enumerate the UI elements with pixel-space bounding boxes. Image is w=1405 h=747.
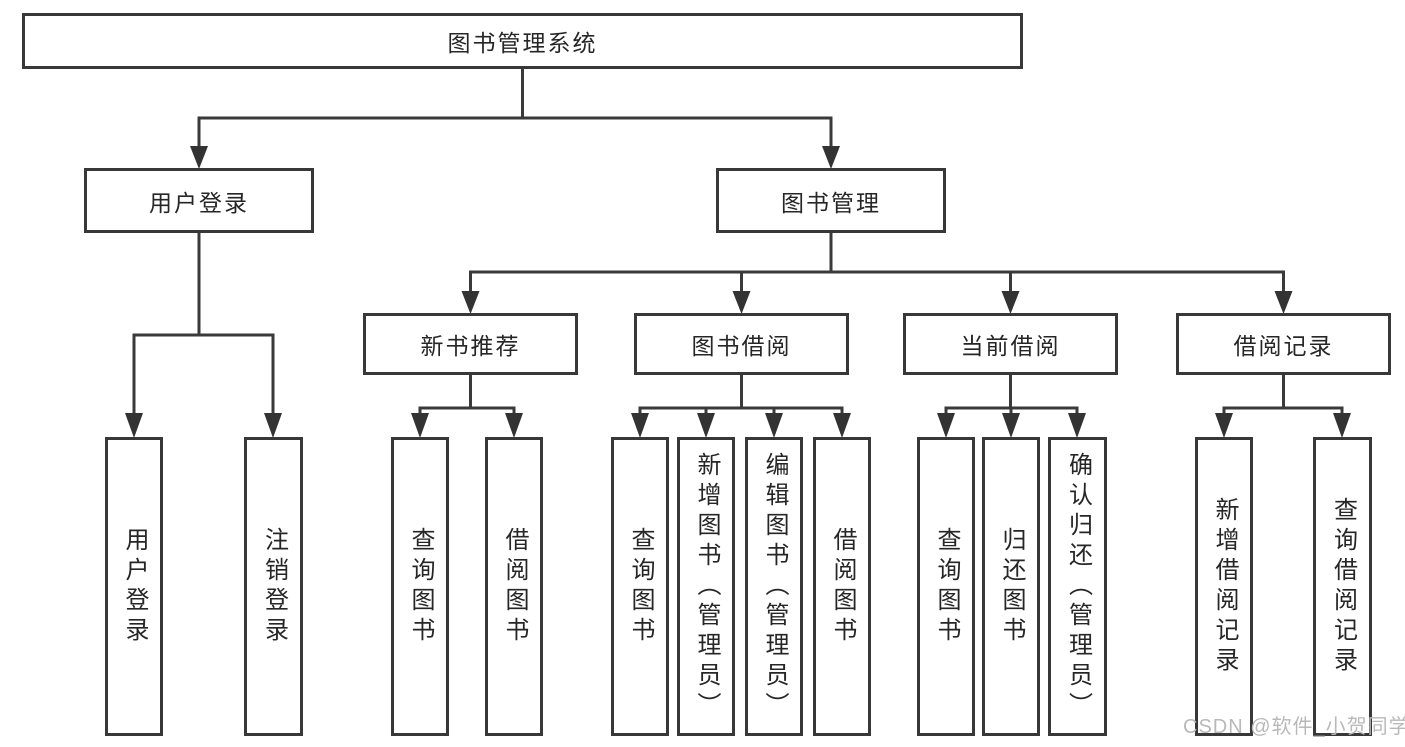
leaf-query-borrow-record: 查询借阅记录: [1313, 437, 1372, 736]
leaf-borrow-books-2: 借阅图书: [813, 437, 871, 736]
csdn-watermark: CSDN @软件_小贺同学: [1183, 716, 1405, 738]
node-library-system: 图书管理系统: [22, 13, 1023, 69]
leaf-user-login: 用户登录: [105, 437, 163, 736]
leaf-add-borrow-record-label: 新增借阅记录: [1211, 496, 1238, 677]
connector-borrow-records-children: [1215, 375, 1351, 438]
leaf-confirm-return-admin-label: 确认归还（管理员）: [1064, 451, 1092, 722]
leaf-borrow-books-1-label: 借阅图书: [501, 526, 528, 647]
leaf-query-books-1-label: 查询图书: [407, 526, 434, 647]
leaf-logout: 注销登录: [244, 437, 303, 736]
leaf-edit-books-admin: 编辑图书（管理员）: [745, 437, 803, 736]
leaf-logout-label: 注销登录: [260, 526, 288, 647]
connector-root-to-level2: [190, 69, 840, 169]
leaf-return-books-label: 归还图书: [998, 526, 1025, 647]
leaf-add-books-admin: 新增图书（管理员）: [677, 437, 735, 736]
connector-book-borrow-children: [631, 375, 851, 438]
leaf-user-login-label: 用户登录: [121, 526, 148, 647]
node-user-login: 用户登录: [84, 168, 314, 233]
leaf-add-books-admin-label: 新增图书（管理员）: [693, 451, 720, 722]
leaf-edit-books-admin-label: 编辑图书（管理员）: [761, 451, 788, 722]
leaf-borrow-books-1: 借阅图书: [485, 437, 543, 736]
leaf-query-books-2-label: 查询图书: [627, 526, 654, 647]
connector-book-mgmt-to-level3: [461, 233, 1293, 314]
leaf-confirm-return-admin: 确认归还（管理员）: [1048, 437, 1107, 736]
leaf-add-borrow-record: 新增借阅记录: [1195, 437, 1253, 736]
leaf-query-borrow-record-label: 查询借阅记录: [1329, 496, 1357, 677]
connector-current-borrow-children: [937, 375, 1086, 438]
leaf-query-books-3-label: 查询图书: [933, 526, 960, 647]
node-new-book-recommend: 新书推荐: [363, 313, 578, 375]
node-borrow-records: 借阅记录: [1176, 313, 1391, 375]
leaf-query-books-1: 查询图书: [391, 437, 449, 736]
leaf-return-books: 归还图书: [982, 437, 1040, 736]
connector-new-book-children: [411, 375, 523, 438]
leaf-borrow-books-2-label: 借阅图书: [829, 526, 856, 647]
connector-user-login-children: [125, 233, 282, 438]
leaf-query-books-2: 查询图书: [611, 437, 669, 736]
node-book-management: 图书管理: [716, 168, 946, 233]
node-current-borrow: 当前借阅: [903, 313, 1118, 375]
leaf-query-books-3: 查询图书: [917, 437, 975, 736]
node-book-borrow: 图书借阅: [634, 313, 849, 375]
